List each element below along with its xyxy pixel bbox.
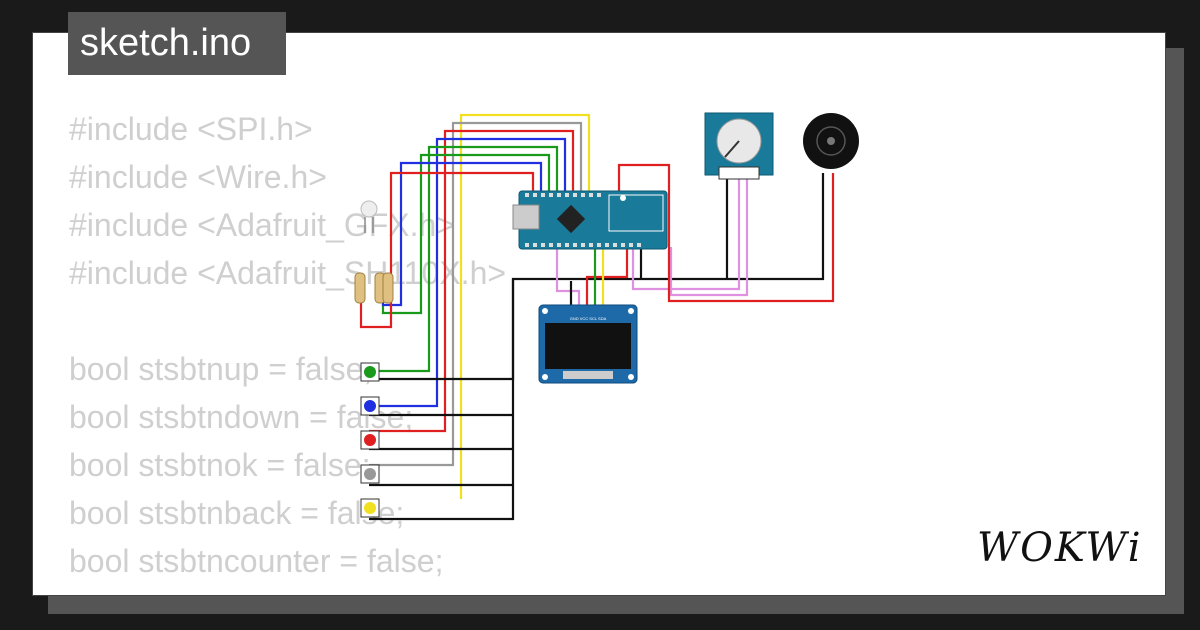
code-line: #include <Adafruit_SH110X.h>: [69, 255, 507, 291]
arduino-nano-icon: [512, 190, 668, 250]
code-line: #include <SPI.h>: [69, 111, 313, 147]
code-line: bool stsbtnup = false;: [69, 351, 373, 387]
code-line: bool stsbtnok = false;: [69, 447, 371, 483]
code-line: #include <Adafruit_GFX.h>: [69, 207, 456, 243]
wire-red-btn: [369, 129, 575, 433]
code-preview: #include <SPI.h> #include <Wire.h> #incl…: [69, 105, 506, 585]
code-line: bool stsbtncounter = false;: [69, 543, 444, 579]
wire-blue-btn: [369, 137, 567, 408]
pushbutton-icon: [360, 362, 380, 518]
sketch-title: sketch.ino: [68, 12, 286, 75]
wire-green-led: [381, 153, 551, 315]
code-line: #include <Wire.h>: [69, 159, 327, 195]
wokwi-logo: WOKWi: [977, 525, 1143, 571]
wire-red-power: [617, 163, 835, 303]
wire-yellow: [459, 113, 591, 499]
oled-display-icon: GND VCC SCL SDA: [538, 304, 638, 384]
oled-pin-labels: GND VCC SCL SDA: [570, 316, 607, 321]
wire-red-led: [359, 171, 535, 329]
resistor-icon: [354, 272, 394, 304]
circuit-diagram: GND VCC SCL SDA: [354, 112, 859, 521]
wire-gray: [369, 121, 583, 467]
buzzer-icon: [803, 113, 859, 169]
wire-pink: [555, 247, 581, 311]
preview-card: #include <SPI.h> #include <Wire.h> #incl…: [32, 32, 1166, 596]
wire-green-btn: [369, 145, 559, 373]
potentiometer-icon: [704, 112, 774, 180]
led-icon: [360, 200, 378, 233]
